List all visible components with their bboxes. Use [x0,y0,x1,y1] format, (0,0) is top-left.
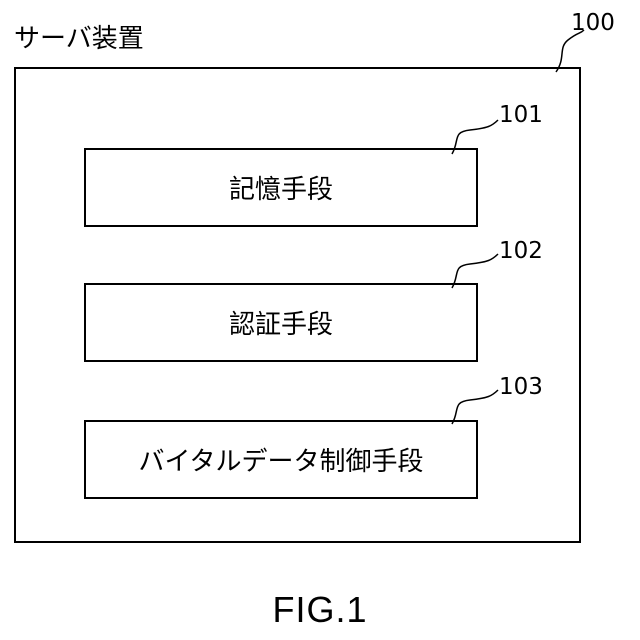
ref-number-103: 103 [499,374,543,400]
storage-means-block: 記憶手段 [84,148,478,227]
ref-number-101: 101 [499,102,543,128]
server-device-label: サーバ装置 [14,24,144,54]
leader-line-100 [556,30,584,72]
figure-caption: FIG.1 [0,590,640,630]
ref-number-100: 100 [571,10,615,36]
vital-data-control-means-block: バイタルデータ制御手段 [84,420,478,499]
ref-number-102: 102 [499,238,543,264]
authentication-means-block: 認証手段 [84,283,478,362]
